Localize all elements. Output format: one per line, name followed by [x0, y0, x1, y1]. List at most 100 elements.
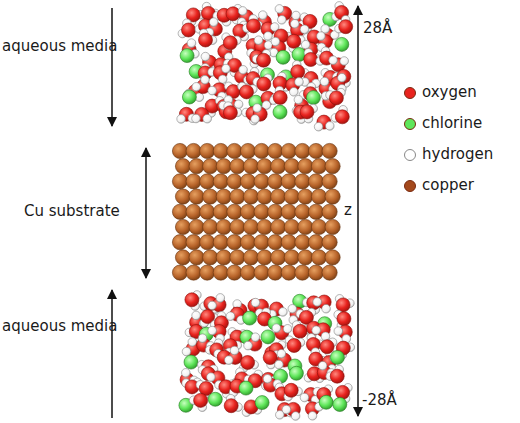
- copper-atom: [216, 159, 231, 174]
- hydrogen-atom: [239, 66, 248, 75]
- extent-arrow: [145, 148, 147, 278]
- copper-atom: [227, 204, 242, 219]
- copper-atom: [200, 174, 215, 189]
- copper-atom: [284, 219, 299, 234]
- hydrogen-atom: [301, 40, 310, 49]
- axis-label: z: [344, 202, 352, 219]
- copper-atom: [203, 159, 218, 174]
- hydrogen-atom: [218, 75, 227, 84]
- hydrogen-atom: [329, 56, 338, 65]
- copper-atom: [322, 204, 337, 219]
- copper-atom: [311, 250, 326, 265]
- copper-atom: [227, 235, 242, 250]
- hydrogen-atom: [282, 405, 291, 414]
- hydrogen-atom: [254, 36, 263, 45]
- hydrogen-atom: [317, 32, 326, 41]
- oxygen-atom: [335, 110, 349, 124]
- copper-atom: [200, 143, 215, 158]
- hydrogen-atom: [244, 341, 253, 350]
- copper-atom: [227, 174, 242, 189]
- copper-atom: [271, 250, 286, 265]
- chlorine-atom: [330, 350, 344, 364]
- copper-atom: [271, 189, 286, 204]
- copper-atom: [213, 174, 228, 189]
- legend-swatch: [404, 149, 416, 161]
- copper-atom: [172, 235, 187, 250]
- copper-atom: [189, 250, 204, 265]
- copper-atom: [325, 159, 340, 174]
- hydrogen-atom: [208, 86, 217, 95]
- oxygen-atom: [329, 91, 343, 105]
- chlorine-atom: [289, 366, 303, 380]
- region-label: aqueous media: [2, 38, 117, 55]
- oxygen-atom: [224, 399, 238, 413]
- copper-atom: [322, 235, 337, 250]
- hydrogen-atom: [340, 57, 349, 66]
- copper-atom: [243, 219, 258, 234]
- copper-atom: [322, 174, 337, 189]
- copper-atom: [175, 189, 190, 204]
- copper-atom: [298, 250, 313, 265]
- hydrogen-atom: [272, 324, 281, 333]
- hydrogen-atom: [312, 326, 321, 335]
- chlorine-atom: [276, 50, 290, 64]
- oxygen-atom: [330, 369, 344, 383]
- water-region: [179, 291, 355, 421]
- oxygen-atom: [336, 298, 350, 312]
- hydrogen-atom: [182, 347, 191, 356]
- copper-atom: [254, 143, 269, 158]
- copper-atom: [172, 265, 187, 280]
- oxygen-atom: [291, 65, 305, 79]
- oxygen-atom: [223, 36, 237, 50]
- legend-swatch: [404, 87, 416, 99]
- copper-atom: [216, 189, 231, 204]
- copper-atom: [230, 219, 245, 234]
- hydrogen-atom: [187, 39, 196, 48]
- copper-atom: [325, 250, 340, 265]
- copper-atom: [240, 143, 255, 158]
- copper-atom: [186, 265, 201, 280]
- copper-atom: [322, 143, 337, 158]
- hydrogen-atom: [278, 15, 287, 24]
- copper-atom: [172, 174, 187, 189]
- hydrogen-atom: [314, 122, 323, 131]
- copper-atom: [175, 250, 190, 265]
- copper-atom: [213, 204, 228, 219]
- hydrogen-atom: [321, 332, 330, 341]
- copper-atom: [227, 143, 242, 158]
- hydrogen-atom: [216, 294, 225, 303]
- copper-atom: [257, 159, 272, 174]
- copper-atom: [308, 143, 323, 158]
- copper-atom: [186, 204, 201, 219]
- chlorine-atom: [243, 311, 257, 325]
- chlorine-atom: [239, 381, 253, 395]
- oxygen-atom: [293, 324, 307, 338]
- chlorine-atom: [261, 330, 275, 344]
- legend-text: chlorine: [422, 115, 482, 132]
- copper-atom: [213, 143, 228, 158]
- oxygen-atom: [320, 340, 334, 354]
- hydrogen-atom: [322, 304, 331, 313]
- chlorine-atom: [184, 355, 198, 369]
- oxygen-atom: [304, 53, 318, 67]
- chlorine-atom: [333, 398, 347, 412]
- region-label: Cu substrate: [24, 203, 120, 220]
- hydrogen-atom: [291, 20, 300, 29]
- oxygen-atom: [201, 367, 215, 381]
- copper-atom: [186, 143, 201, 158]
- copper-atom: [240, 174, 255, 189]
- copper-atom: [268, 174, 283, 189]
- hydrogen-atom: [271, 37, 280, 46]
- copper-atom: [203, 250, 218, 265]
- copper-atom: [243, 189, 258, 204]
- legend-swatch: [404, 118, 416, 130]
- chlorine-atom: [319, 395, 333, 409]
- hydrogen-atom: [188, 338, 197, 347]
- hydrogen-atom: [192, 311, 201, 320]
- copper-atom: [308, 235, 323, 250]
- hydrogen-atom: [226, 312, 235, 321]
- copper-atom: [227, 265, 242, 280]
- z-axis: [357, 6, 359, 416]
- copper-atom: [268, 235, 283, 250]
- copper-atom: [281, 143, 296, 158]
